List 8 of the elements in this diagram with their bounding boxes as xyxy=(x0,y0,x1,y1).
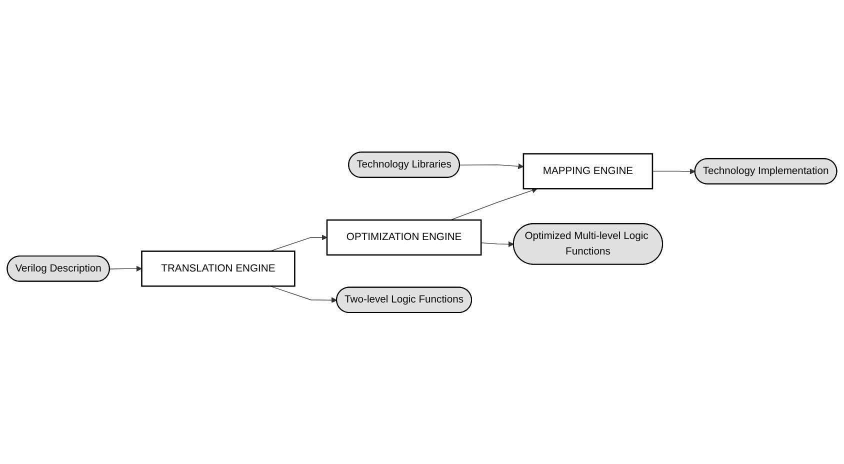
arrow xyxy=(109,266,142,272)
node-box: OPTIMIZATION ENGINE xyxy=(326,219,482,256)
node-box: MAPPING ENGINE xyxy=(522,152,654,189)
arrow xyxy=(460,163,524,169)
arrow xyxy=(652,168,696,174)
node-box: TRANSLATION ENGINE xyxy=(141,250,296,286)
arrow xyxy=(480,241,514,247)
arrow xyxy=(270,285,338,303)
